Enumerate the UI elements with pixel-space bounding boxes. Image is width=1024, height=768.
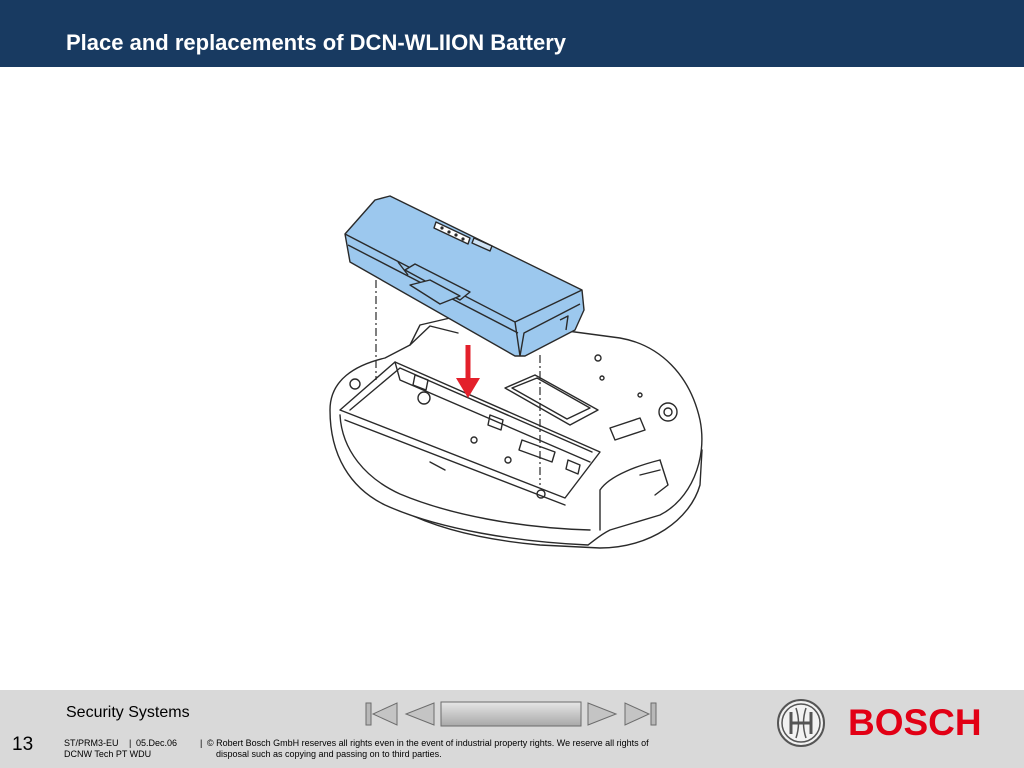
insert-direction-arrow	[456, 345, 480, 398]
previous-icon	[404, 702, 435, 726]
battery-pack	[344, 195, 585, 357]
bosch-armature-logo-icon	[777, 699, 825, 747]
battery-placement-illustration	[329, 195, 703, 549]
date: 05.Dec.06	[136, 738, 178, 748]
division-label: Security Systems	[66, 704, 190, 721]
separator: |	[129, 738, 132, 748]
slide-progress-bar[interactable]	[440, 701, 582, 727]
last-slide-button[interactable]	[622, 701, 658, 727]
separator: |	[200, 738, 203, 748]
label-window	[504, 374, 599, 426]
next-slide-button[interactable]	[585, 701, 619, 727]
next-icon	[587, 702, 618, 726]
slide-header: Place and replacements of DCN-WLIION Bat…	[0, 0, 1024, 67]
skip-to-first-icon	[365, 702, 398, 726]
skip-to-last-icon	[624, 702, 657, 726]
bosch-wordmark: BOSCH	[848, 702, 982, 743]
slide-footer: Security Systems 13 ST/PRM3-EU | 05.Dec.…	[0, 690, 1024, 768]
slide-title: Place and replacements of DCN-WLIION Bat…	[66, 30, 567, 55]
copyright-line-1: © Robert Bosch GmbH reserves all rights …	[207, 738, 649, 748]
previous-slide-button[interactable]	[403, 701, 437, 727]
first-slide-button[interactable]	[364, 701, 400, 727]
document-name: DCNW Tech PT WDU	[64, 749, 152, 759]
illustration-area	[0, 67, 1024, 690]
dept-code: ST/PRM3-EU	[64, 738, 119, 748]
battery-recess	[339, 361, 601, 499]
copyright-line-2: disposal such as copying and passing on …	[216, 749, 442, 759]
page-number: 13	[12, 734, 34, 755]
